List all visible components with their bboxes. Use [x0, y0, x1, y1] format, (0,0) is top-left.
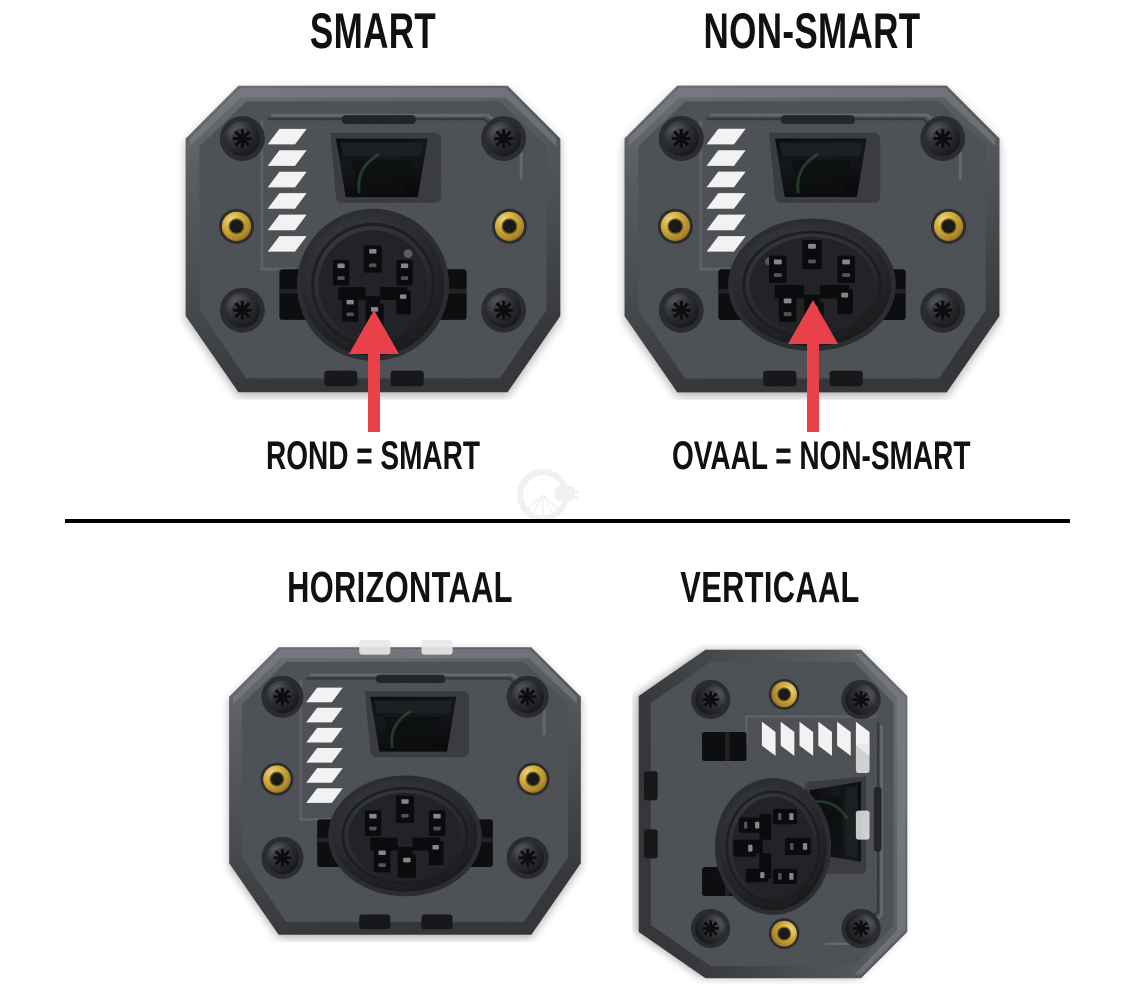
- connector-port-oval: [714, 778, 832, 915]
- callout-label-non-smart: OVAAL = NON-SMART: [672, 434, 971, 478]
- card-title-smart: SMART: [309, 3, 437, 59]
- device-photo-horizontaal: [222, 640, 588, 942]
- callout-arrow-non-smart: [788, 300, 838, 432]
- callout-label-smart: ROND = SMART: [266, 434, 480, 478]
- wheel-icon: [517, 468, 569, 522]
- device-photo-smart: [178, 78, 568, 400]
- connector-port-round: [296, 208, 450, 361]
- section-divider: [65, 519, 1070, 523]
- card-title-verticaal: VERTICAAL: [680, 563, 860, 612]
- device-photo-verticaal: [632, 636, 914, 992]
- connector-port-oval: [328, 775, 482, 897]
- callout-arrow-smart: [349, 310, 399, 432]
- plug-icon: [555, 486, 579, 501]
- card-title-non-smart: NON-SMART: [703, 3, 921, 59]
- card-title-horizontaal: HORIZONTAAL: [287, 563, 513, 612]
